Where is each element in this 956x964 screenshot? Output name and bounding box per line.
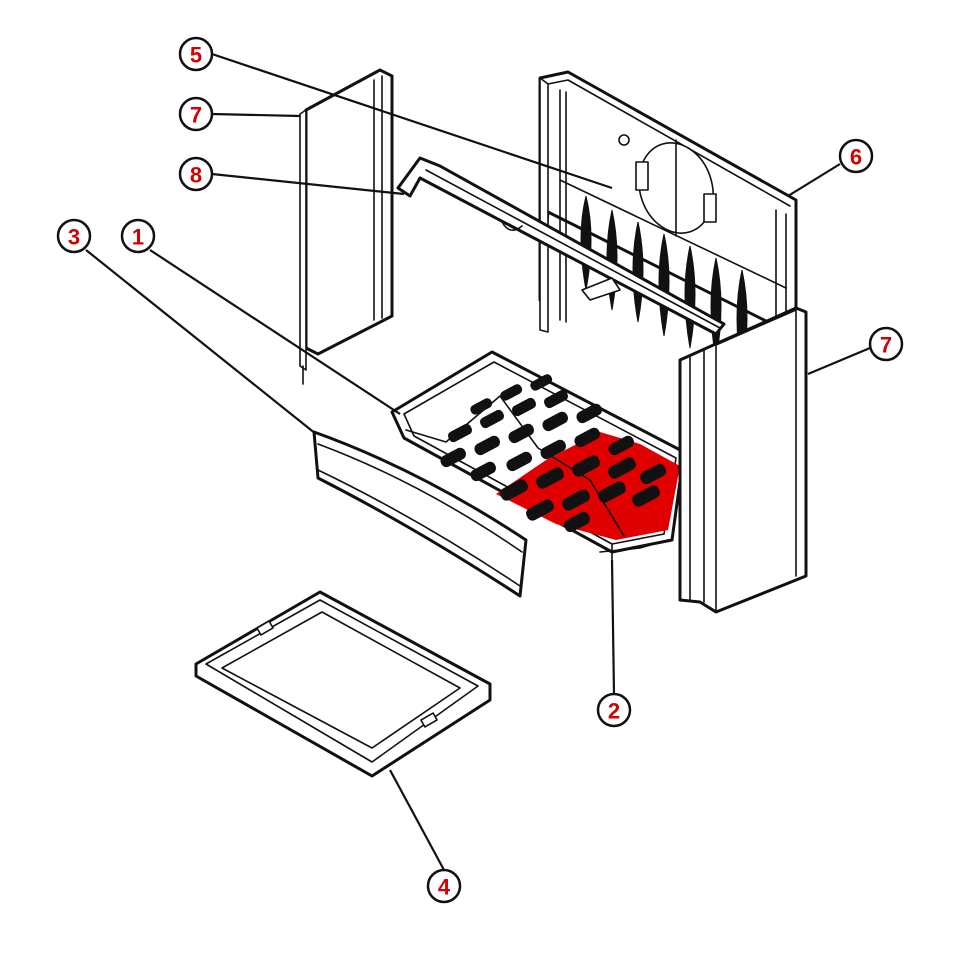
rear-plate-part [538,70,798,373]
ash-tray-part [194,590,492,778]
callout-2: 2 [596,692,632,728]
callout-8-label: 8 [190,163,202,188]
callout-4-label: 4 [438,875,451,900]
callout-7-left: 7 [178,96,214,132]
grate-frame-part [405,395,625,537]
leader-lines [85,52,871,871]
front-fence-part [312,430,528,598]
callout-6-label: 6 [850,145,862,170]
callout-7-right: 7 [868,326,904,362]
callout-8: 8 [178,156,214,192]
callout-7-right-label: 7 [880,333,892,358]
callout-1-label: 1 [132,225,144,250]
callout-7-left-label: 7 [190,103,202,128]
callout-1: 1 [120,218,156,254]
callout-2-label: 2 [608,699,620,724]
callout-6: 6 [838,138,874,174]
callout-3: 3 [56,218,92,254]
callout-5: 5 [178,36,214,72]
grate-part [390,350,686,563]
callout-5-label: 5 [190,43,202,68]
right-side-panel-part [678,306,808,614]
callout-4: 4 [426,868,462,904]
baffle-rod-part [396,156,726,336]
callout-3-label: 3 [68,225,80,250]
left-side-panel-part [299,68,394,385]
grate-slots [440,374,667,533]
